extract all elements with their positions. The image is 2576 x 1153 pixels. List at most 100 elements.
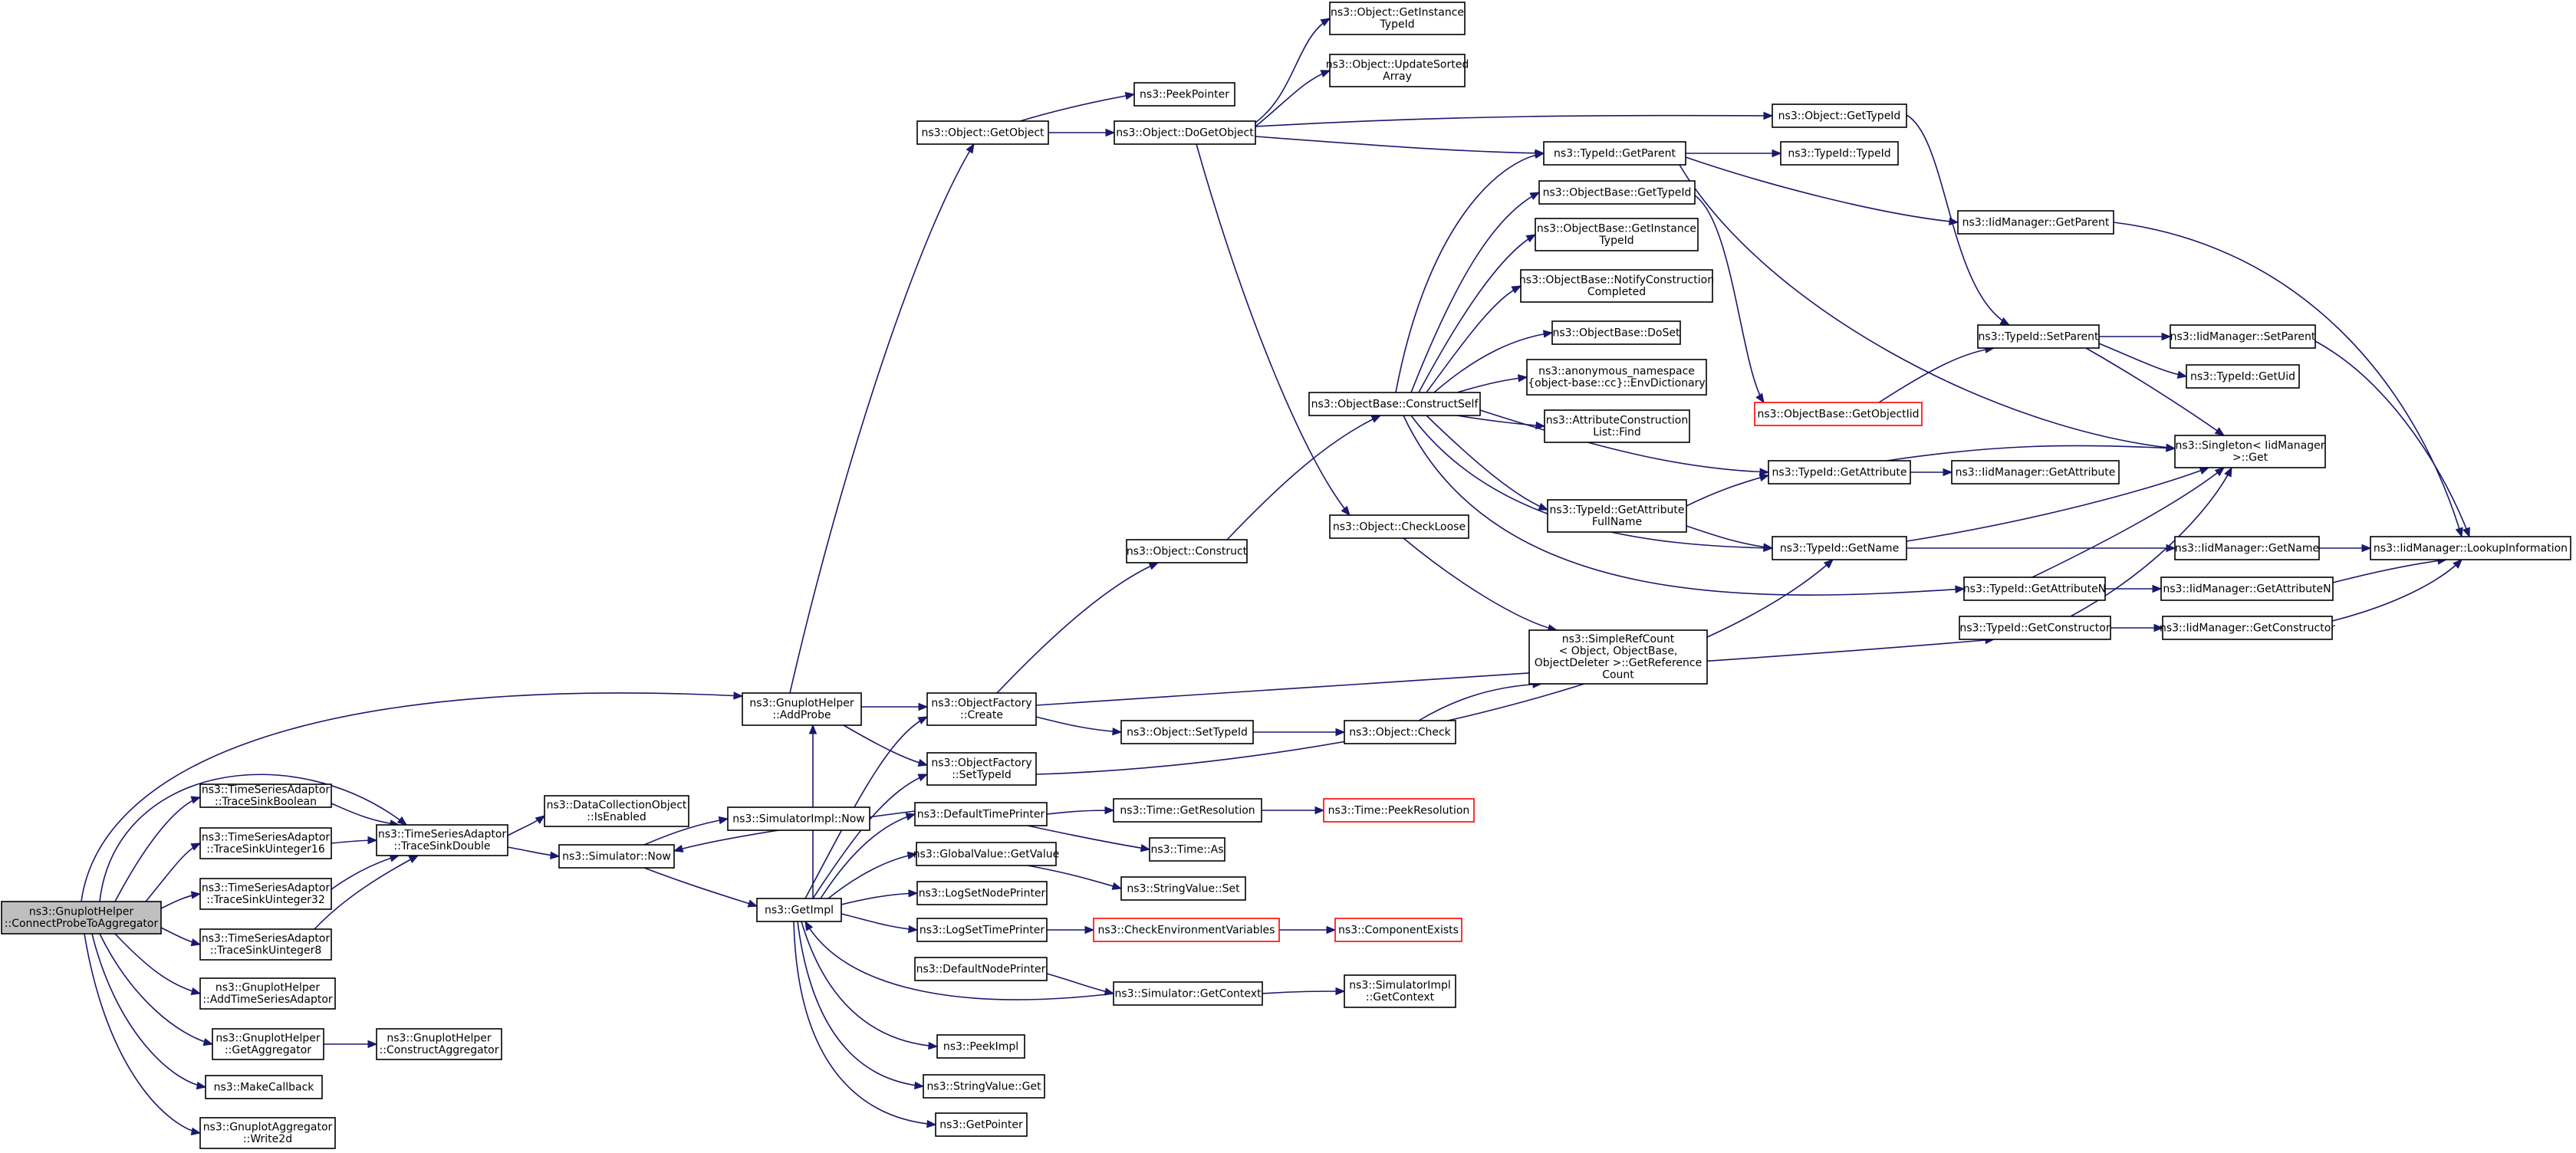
node-dco_enabled[interactable]: ns3::DataCollectionObject::IsEnabled xyxy=(544,795,689,827)
node-ob_doset[interactable]: ns3::ObjectBase::DoSet xyxy=(1551,320,1681,345)
node-obj_checkloose[interactable]: ns3::Object::CheckLoose xyxy=(1329,514,1469,539)
edge-arrowhead xyxy=(1538,502,1549,511)
node-gv_getvalue[interactable]: ns3::GlobalValue::GetValue xyxy=(913,842,1059,866)
edge-arrowhead xyxy=(1955,585,1966,593)
node-label: ns3::GnuplotHelper xyxy=(387,1033,491,1045)
node-sim_now[interactable]: ns3::Simulator::Now xyxy=(558,844,675,869)
node-tid_typeid[interactable]: ns3::TypeId::TypeId xyxy=(1780,141,1899,166)
node-label: ::SetTypeId xyxy=(952,769,1012,781)
edge-ts_double-to-dco_enabled xyxy=(507,815,546,836)
node-anon_envdict[interactable]: ns3::anonymous_namespace{object-base::cc… xyxy=(1526,359,1707,396)
edge-dogetobject-to-obj_checkloose xyxy=(1196,143,1351,517)
node-sim_getctx[interactable]: ns3::Simulator::GetContext xyxy=(1113,981,1263,1006)
edge-root-to-add_ts xyxy=(114,933,202,996)
edge-ts_u16-to-ts_double xyxy=(331,836,378,845)
node-addprobe[interactable]: ns3::GnuplotHelper::AddProbe xyxy=(742,692,862,726)
node-obj_construct[interactable]: ns3::Object::Construct xyxy=(1126,539,1248,563)
edge-iid_getname-to-iid_lookup xyxy=(2319,544,2372,553)
node-tid_getattrn[interactable]: ns3::TypeId::GetAttributeN xyxy=(1963,576,2106,601)
node-box xyxy=(914,957,1048,981)
edge-arrowhead xyxy=(1105,128,1116,137)
node-of_settypeid[interactable]: ns3::ObjectFactory::SetTypeId xyxy=(926,752,1037,786)
node-get_agg[interactable]: ns3::GnuplotHelper::GetAggregator xyxy=(212,1028,324,1060)
node-iid_getparent[interactable]: ns3::IidManager::GetParent xyxy=(1957,210,2114,235)
node-iid_lookup[interactable]: ns3::IidManager::LookupInformation xyxy=(2370,536,2571,560)
node-dnp[interactable]: ns3::DefaultNodePrinter xyxy=(914,957,1048,981)
edge-arrowhead xyxy=(196,1081,207,1090)
edge-sim_getctx-to-simimpl_getctx xyxy=(1262,987,1346,996)
node-obj_settypeid[interactable]: ns3::Object::SetTypeId xyxy=(1120,720,1254,744)
node-ob_gettypeid[interactable]: ns3::ObjectBase::GetTypeId xyxy=(1538,180,1696,205)
node-iid_getattr[interactable]: ns3::IidManager::GetAttribute xyxy=(1951,460,2120,485)
node-sv_get[interactable]: ns3::StringValue::Get xyxy=(923,1074,1045,1099)
node-iid_setparent[interactable]: ns3::IidManager::SetParent xyxy=(2170,324,2316,349)
node-peekimpl[interactable]: ns3::PeekImpl xyxy=(936,1034,1025,1059)
node-tid_getctor[interactable]: ns3::TypeId::GetConstructor xyxy=(1959,616,2111,640)
node-obj_check[interactable]: ns3::Object::Check xyxy=(1344,720,1456,744)
node-ts_u8[interactable]: ns3::TimeSeriesAdaptor::TraceSinkUintege… xyxy=(199,928,332,961)
node-iid_getname[interactable]: ns3::IidManager::GetName xyxy=(2174,536,2320,560)
edge-arrowhead xyxy=(1112,727,1123,736)
node-getobject[interactable]: ns3::Object::GetObject xyxy=(916,120,1049,145)
node-peekpointer[interactable]: ns3::PeekPointer xyxy=(1133,82,1235,107)
node-box xyxy=(1133,82,1235,107)
node-obj_gettypeid[interactable]: ns3::Object::GetTypeId xyxy=(1772,103,1907,128)
node-simimpl_now[interactable]: ns3::SimulatorImpl::Now xyxy=(727,806,870,831)
node-logtimeprinter[interactable]: ns3::LogSetTimePrinter xyxy=(916,918,1048,942)
node-getpointer[interactable]: ns3::GetPointer xyxy=(935,1112,1028,1137)
node-peekres[interactable]: ns3::Time::PeekResolution xyxy=(1323,798,1475,823)
node-label: ns3::Object::UpdateSorted xyxy=(1326,59,1469,71)
node-srefcount[interactable]: ns3::SimpleRefCount< Object, ObjectBase,… xyxy=(1528,629,1708,685)
edge-tid_setparent-to-singleton_get xyxy=(2085,347,2226,436)
node-label: ns3::Object::GetTypeId xyxy=(1778,110,1901,122)
node-construct_agg[interactable]: ns3::GnuplotHelper::ConstructAggregator xyxy=(376,1028,502,1060)
node-label: ns3::SimulatorImpl xyxy=(1349,980,1451,992)
node-getimpl[interactable]: ns3::GetImpl xyxy=(756,898,842,922)
node-iid_getattrn[interactable]: ns3::IidManager::GetAttributeN xyxy=(2160,576,2334,601)
node-box xyxy=(916,120,1049,145)
node-box xyxy=(1959,616,2111,640)
node-label: ns3::TimeSeriesAdaptor xyxy=(202,784,331,797)
node-label: ns3::ObjectBase::GetObjectIid xyxy=(1757,408,1919,420)
node-tid_setparent[interactable]: ns3::TypeId::SetParent xyxy=(1977,324,2100,349)
node-ts_u16[interactable]: ns3::TimeSeriesAdaptor::TraceSinkUintege… xyxy=(199,827,332,859)
edge-arrowhead xyxy=(673,844,684,852)
node-ts_u32[interactable]: ns3::TimeSeriesAdaptor::TraceSinkUintege… xyxy=(199,878,332,910)
node-ob_getobjectiid[interactable]: ns3::ObjectBase::GetObjectIid xyxy=(1754,402,1923,426)
node-simimpl_getctx[interactable]: ns3::SimulatorImpl::GetContext xyxy=(1344,974,1456,1008)
node-compexists[interactable]: ns3::ComponentExists xyxy=(1334,918,1462,942)
node-tid_getname[interactable]: ns3::TypeId::GetName xyxy=(1772,536,1907,560)
node-ts_bool[interactable]: ns3::TimeSeriesAdaptor::TraceSinkBoolean xyxy=(199,783,332,809)
node-ob_construct[interactable]: ns3::ObjectBase::ConstructSelf xyxy=(1308,392,1481,416)
edge-arrowhead xyxy=(2453,559,2462,569)
node-checkenv[interactable]: ns3::CheckEnvironmentVariables xyxy=(1093,918,1280,942)
node-ts_double[interactable]: ns3::TimeSeriesAdaptor::TraceSinkDouble xyxy=(376,824,508,856)
node-box xyxy=(926,692,1037,726)
node-tid_getparent[interactable]: ns3::TypeId::GetParent xyxy=(1543,141,1686,166)
node-time_as[interactable]: ns3::Time::As xyxy=(1149,837,1225,862)
node-box xyxy=(936,1034,1025,1059)
node-label: ns3::Object::Construct xyxy=(1127,545,1248,557)
edge-arrowhead xyxy=(2152,584,2163,593)
node-dogetobject[interactable]: ns3::Object::DoGetObject xyxy=(1114,120,1256,145)
node-dtp[interactable]: ns3::DefaultTimePrinter xyxy=(914,802,1048,826)
node-tid_getattr[interactable]: ns3::TypeId::GetAttribute xyxy=(1768,460,1911,485)
node-of_create[interactable]: ns3::ObjectFactory::Create xyxy=(926,692,1037,726)
node-add_ts[interactable]: ns3::GnuplotHelper::AddTimeSeriesAdaptor xyxy=(199,977,336,1010)
node-lognodeprinter[interactable]: ns3::LogSetNodePrinter xyxy=(916,881,1048,905)
node-tid_getuid[interactable]: ns3::TypeId::GetUid xyxy=(2186,364,2300,389)
node-root[interactable]: ns3::GnuplotHelper::ConnectProbeToAggreg… xyxy=(1,901,162,935)
edge-ob_construct-to-tid_getattrfull xyxy=(1426,415,1549,511)
node-time_getres[interactable]: ns3::Time::GetResolution xyxy=(1113,798,1262,823)
node-ob_notify[interactable]: ns3::ObjectBase::NotifyConstructionCompl… xyxy=(1519,269,1714,303)
node-write2d[interactable]: ns3::GnuplotAggregator::Write2d xyxy=(199,1117,336,1149)
node-singleton_get[interactable]: ns3::Singleton< IidManager>::Get xyxy=(2174,435,2326,468)
node-sv_set[interactable]: ns3::StringValue::Set xyxy=(1120,876,1246,901)
node-makecb[interactable]: ns3::MakeCallback xyxy=(205,1075,323,1099)
node-iid_getctor[interactable]: ns3::IidManager::GetConstructor xyxy=(2160,616,2335,640)
